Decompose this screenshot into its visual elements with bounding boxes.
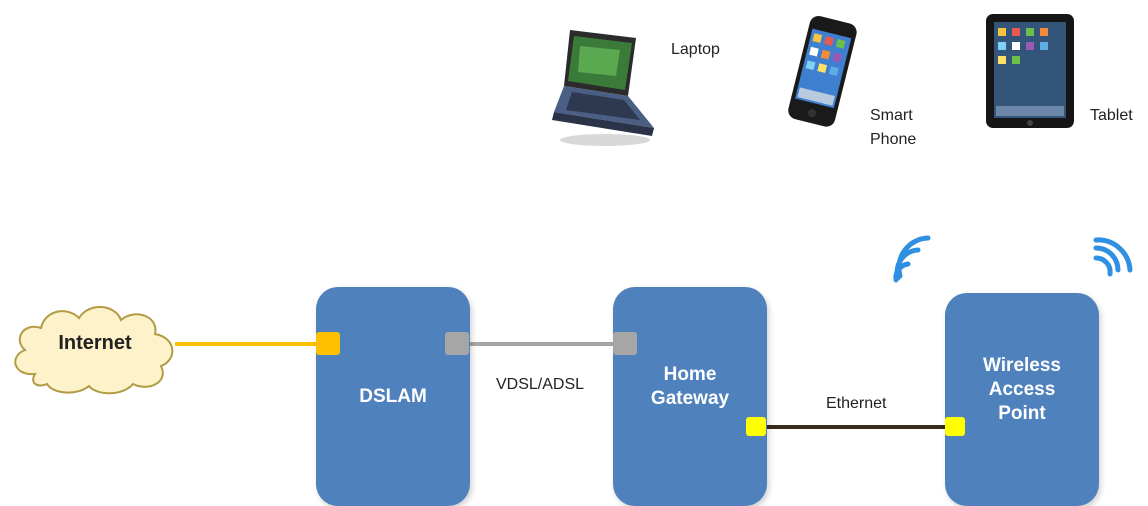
internet-cloud: Internet [5, 296, 185, 396]
dslam-dsl-port [445, 332, 469, 355]
laptop-label: Laptop [671, 41, 720, 58]
ethernet-label: Ethernet [826, 395, 887, 412]
tablet-label: Tablet [1090, 107, 1133, 124]
wireless-access-point-label: Wireless Access Point [983, 354, 1061, 424]
internet-link [175, 342, 320, 346]
dslam-box: DSLAM [316, 287, 470, 506]
ethernet-link [766, 425, 946, 429]
wifi-signal-left-icon [893, 235, 931, 283]
vdsl-adsl-label: VDSL/ADSL [496, 376, 585, 393]
tablet-icon [986, 14, 1074, 128]
internet-label: Internet [58, 332, 132, 354]
wifi-signal-right-icon [1093, 237, 1133, 277]
vdsl-link [470, 342, 615, 346]
wireless-access-point-box: Wireless Access Point [945, 293, 1099, 506]
smartphone-label: Smart Phone [870, 107, 917, 148]
home-gateway-box: Home Gateway [613, 287, 767, 506]
laptop-icon [552, 30, 654, 146]
dslam-label: DSLAM [359, 385, 427, 407]
gateway-dsl-port [613, 332, 637, 355]
dslam-internet-port [316, 332, 340, 355]
cloud-shape [14, 306, 174, 395]
ap-ethernet-port [945, 417, 965, 436]
home-gateway-label: Home Gateway [650, 363, 730, 409]
smartphone-icon [788, 15, 857, 127]
gateway-ethernet-port [746, 417, 766, 436]
